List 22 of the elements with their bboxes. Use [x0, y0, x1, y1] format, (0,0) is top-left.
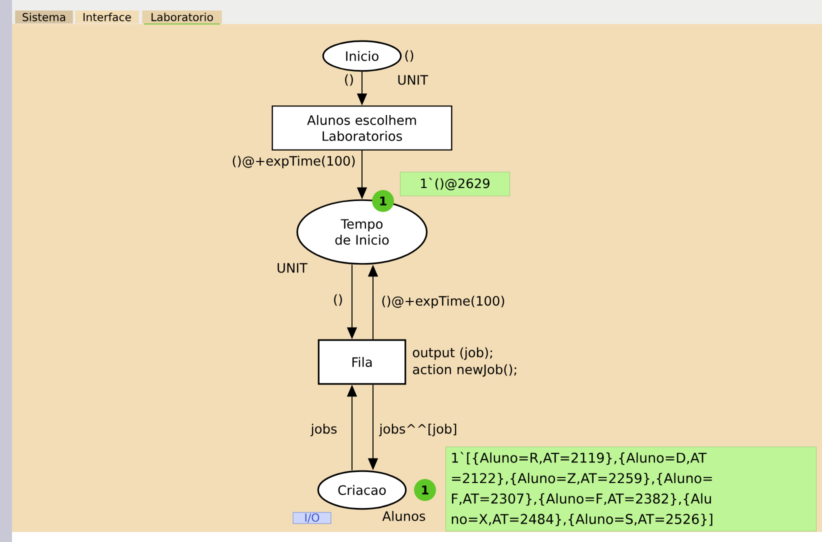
transition-box: Fila: [318, 339, 406, 385]
arc-inscription: (): [332, 293, 344, 307]
marking-box: 1`()@2629: [400, 172, 510, 196]
arc-inscription: ()@+expTime(100): [380, 294, 506, 310]
token-count-badge: 1: [372, 190, 394, 212]
page-tab: Interface: [75, 10, 139, 24]
node-label: Interface: [84, 12, 131, 22]
color-set-label: Alunos: [382, 510, 426, 521]
arc-inscription: (): [342, 73, 356, 87]
arc-inscription: ()@+expTime(100): [230, 154, 357, 170]
page-tab: Sistema: [15, 10, 73, 24]
transition-box: Alunos escolhem Laboratorios: [272, 105, 452, 151]
port-tag: I/O: [292, 512, 332, 524]
color-set-label: UNIT: [278, 263, 308, 273]
transition-code: output (job); action newJob();: [412, 347, 516, 377]
page-tab: Laboratorio: [142, 10, 222, 24]
marking-box: 1`[{Aluno=R,AT=2119},{Aluno=D,AT =2122},{Aluno=Z,AT=2259},{Aluno= F,AT=2307},{Aluno=F,AT=2382},{Alu no=X,AT=2484},{Aluno=S,AT=2526}]: [446, 446, 816, 532]
arc-inscription: jobs: [310, 422, 338, 438]
token-count-badge: 1: [414, 479, 436, 501]
arc-inscription: jobs^^[job]: [378, 422, 458, 438]
initial-marking: (): [405, 50, 414, 62]
color-set-label: UNIT: [398, 75, 428, 85]
